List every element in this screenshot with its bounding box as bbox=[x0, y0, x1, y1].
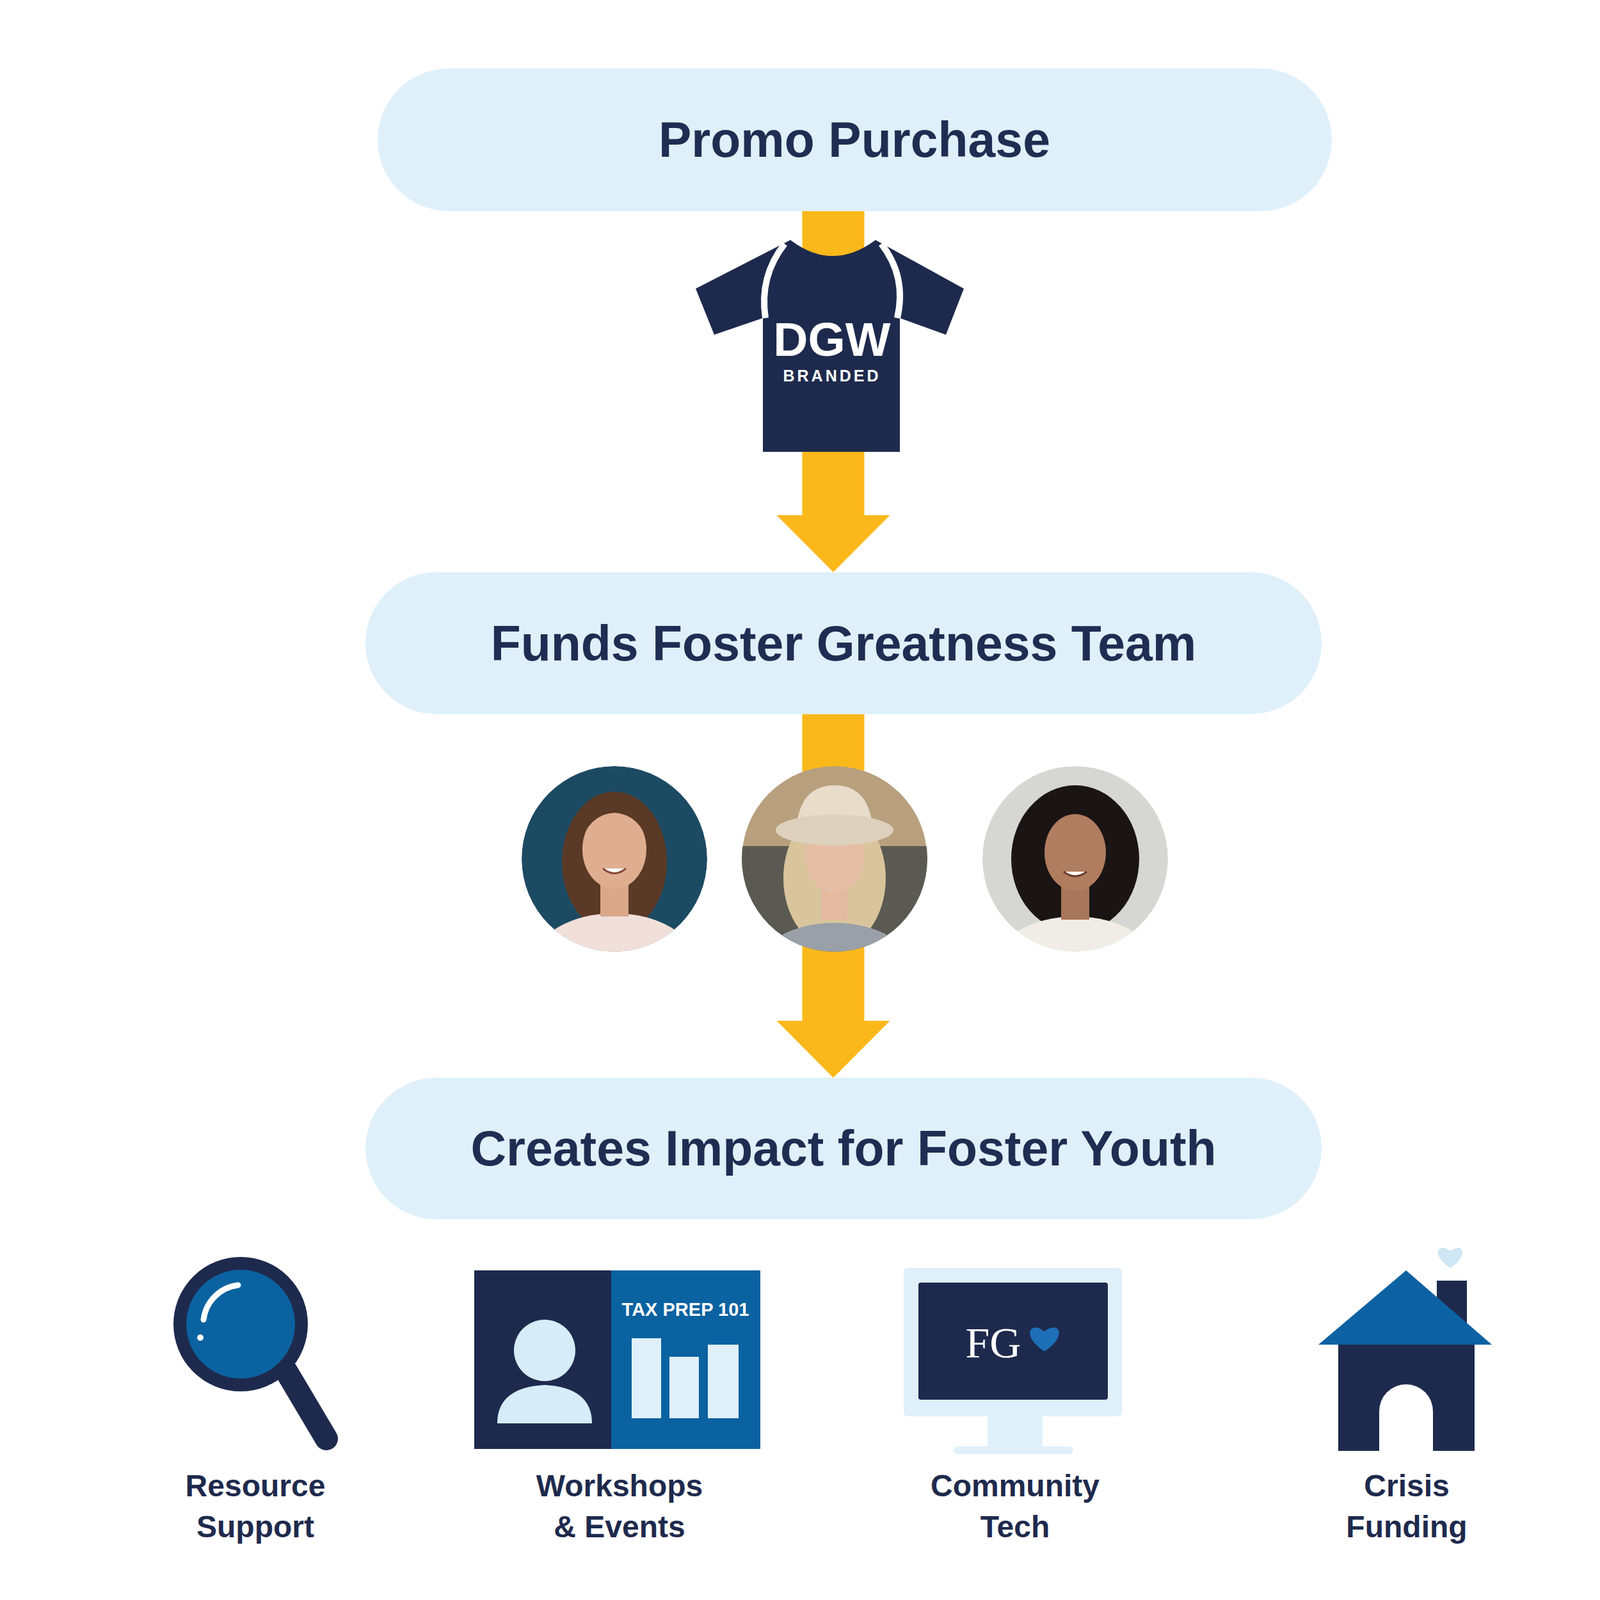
shoulders bbox=[995, 916, 1156, 1013]
smile bbox=[602, 868, 626, 874]
magnifier-icon bbox=[179, 1263, 327, 1439]
person-shoulders bbox=[497, 1384, 592, 1424]
tshirt-body bbox=[695, 240, 964, 452]
hair bbox=[561, 791, 667, 933]
pill-box: Creates Impact for Foster Youth bbox=[365, 1077, 1322, 1220]
monitor-frame bbox=[903, 1267, 1122, 1417]
sleeve-seam bbox=[764, 243, 785, 319]
icon-text: BRANDED bbox=[748, 368, 916, 384]
person-head bbox=[513, 1319, 576, 1382]
photo-content bbox=[741, 766, 928, 1013]
chart-bar bbox=[669, 1356, 699, 1419]
icon-caption: Crisis Funding bbox=[1313, 1465, 1500, 1548]
house-body bbox=[1338, 1344, 1475, 1451]
tshirt-icon bbox=[695, 240, 964, 452]
photo-content bbox=[521, 766, 708, 1010]
icon-caption: Workshops & Events bbox=[526, 1465, 713, 1548]
pill-text: Creates Impact for Foster Youth bbox=[470, 1121, 1216, 1176]
team-photo bbox=[521, 766, 708, 1010]
door bbox=[1379, 1384, 1433, 1451]
monitor-icon bbox=[903, 1267, 1122, 1455]
lens-highlight bbox=[203, 1285, 239, 1320]
pill-text: Funds Foster Greatness Team bbox=[490, 616, 1197, 671]
monitor-screen bbox=[918, 1282, 1108, 1400]
workshop-icon bbox=[474, 1270, 761, 1449]
monitor-stand bbox=[987, 1416, 1043, 1449]
magnifier-lens bbox=[179, 1263, 302, 1385]
icon-caption: Community Tech bbox=[922, 1465, 1108, 1548]
icon-text: TAX PREP 101 bbox=[615, 1300, 756, 1320]
pill-text: Promo Purchase bbox=[658, 112, 1051, 168]
heart-symbol bbox=[1438, 1248, 1463, 1269]
team-photo bbox=[741, 766, 928, 1013]
sleeve-seam bbox=[881, 243, 900, 319]
icon-text: FG bbox=[948, 1320, 1039, 1365]
monitor-base bbox=[953, 1446, 1074, 1455]
magnifier-handle bbox=[286, 1370, 327, 1439]
neck bbox=[600, 884, 629, 917]
house-icon bbox=[1318, 1248, 1492, 1451]
chart-bar bbox=[707, 1344, 739, 1419]
face bbox=[1044, 814, 1106, 891]
chart-bar bbox=[631, 1338, 662, 1419]
hair bbox=[1011, 785, 1140, 933]
heart-symbol bbox=[1029, 1327, 1059, 1352]
hair-top bbox=[579, 802, 650, 847]
panel-left bbox=[474, 1270, 612, 1449]
photo-content bbox=[982, 766, 1168, 1013]
pill-box: Promo Purchase bbox=[377, 68, 1332, 212]
icon-text: DGW bbox=[748, 315, 916, 364]
hat-brim bbox=[775, 814, 894, 846]
smile bbox=[1063, 871, 1087, 877]
pill-box: Funds Foster Greatness Team bbox=[365, 572, 1322, 715]
panel-right bbox=[611, 1270, 761, 1449]
lens-highlight-dot bbox=[197, 1334, 204, 1341]
shoulders bbox=[757, 922, 912, 1013]
icon-caption: Resource Support bbox=[162, 1465, 349, 1548]
shoulders bbox=[534, 913, 695, 1010]
roof bbox=[1318, 1270, 1492, 1345]
team-photo bbox=[982, 766, 1168, 1013]
